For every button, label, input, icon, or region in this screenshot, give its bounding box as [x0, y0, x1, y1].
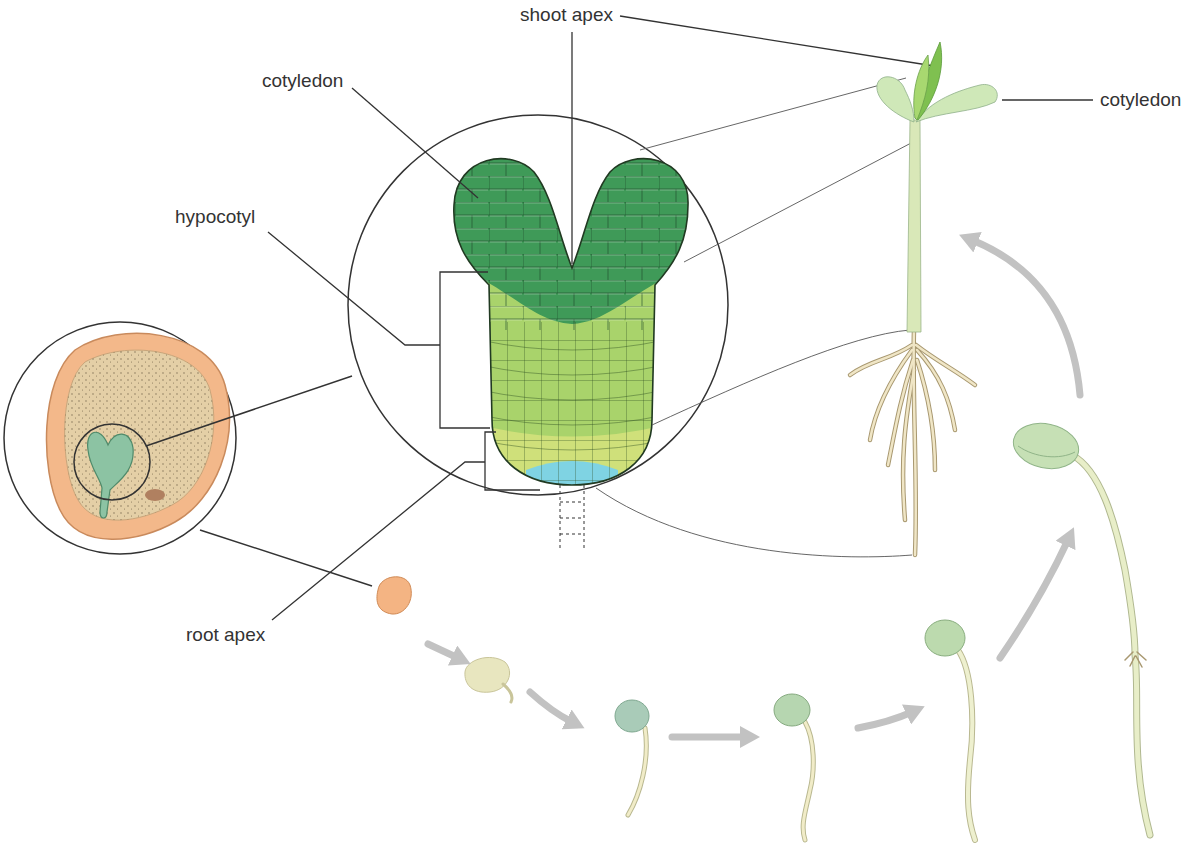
seedling-part-part-part: [914, 330, 916, 555]
germination-stages-part-part: [803, 722, 813, 840]
germination-stages-part-part: [1125, 652, 1146, 667]
germination-stages-part-part: [958, 650, 975, 840]
seedling-part: [850, 330, 975, 555]
seedling-part-part-part: [917, 360, 935, 470]
seed-detail-part: [88, 432, 134, 518]
leader-lines-part: [620, 16, 934, 66]
seedling-part-part: [850, 330, 975, 555]
leader-lines-part: [571, 32, 572, 264]
correspondence-lines: [596, 78, 913, 557]
seed-detail: [4, 322, 372, 586]
seed-detail-part: [4, 322, 236, 554]
embryo-detail-part-part: [480, 322, 670, 502]
seed-detail-part: [74, 424, 150, 500]
correspondence-lines-part: [684, 142, 913, 262]
germination-stages-part-part: [803, 722, 813, 840]
leader-lines-part: [485, 432, 540, 490]
part-label: cotyledon: [1100, 89, 1181, 111]
germination-stages-part: [615, 700, 649, 732]
seedling-part-part-part: [917, 360, 935, 470]
germination-stages-part-part: [628, 728, 646, 815]
seed-detail-part: [145, 489, 165, 501]
germination-stages-part: [377, 577, 411, 614]
seed-detail-part: [146, 376, 352, 446]
seed-detail-part: [65, 350, 214, 520]
sequence-arrows-part: [972, 240, 1080, 395]
seedling: [850, 42, 997, 555]
seedling-part-part: [850, 330, 975, 555]
correspondence-lines-part: [596, 488, 912, 557]
sequence-arrows: [428, 240, 1080, 737]
seedling-part: [877, 77, 914, 122]
leader-lines-part: [272, 462, 485, 620]
leader-lines-part: [1002, 99, 1093, 100]
germination-stages: [377, 418, 1150, 840]
sequence-arrows-part: [1000, 540, 1068, 658]
leader-lines-part: [352, 88, 478, 198]
seedling-part-part-part: [888, 360, 913, 465]
leader-lines-part: [440, 272, 490, 428]
germination-stages-part: [465, 657, 510, 692]
seed-detail-part: [200, 530, 372, 586]
seed-detail-part: [65, 350, 214, 520]
germination-stages-part-part: [1072, 455, 1150, 835]
embryo-detail: [348, 115, 728, 548]
embryo-detail-part-part: [480, 340, 665, 450]
seedling-part-part-part: [917, 350, 955, 430]
embryo-detail-part: [440, 140, 710, 502]
part-label: shoot apex: [520, 4, 613, 26]
part-label: hypocotyl: [175, 206, 255, 228]
seedling-part: [914, 55, 929, 120]
embryo-detail-part: [560, 485, 584, 548]
germination-stages-part-part: [1072, 455, 1150, 835]
germination-stages-part: [774, 694, 810, 726]
leader-lines-part: [268, 232, 440, 345]
germination-stages-part-part: [628, 728, 646, 815]
germination-stages-part: [503, 684, 512, 702]
germination-stages-part: [628, 455, 1150, 840]
part-label: cotyledon: [262, 70, 343, 92]
part-label: root apex: [186, 624, 265, 646]
correspondence-lines-part: [652, 330, 910, 425]
sequence-arrows-part: [672, 734, 746, 741]
sequence-arrows-part: [530, 692, 572, 722]
sequence-arrows-part: [428, 644, 458, 658]
sequence-arrows-part: [858, 712, 912, 728]
seed-detail-part: [46, 333, 229, 539]
seedling-part-part-part: [916, 345, 975, 385]
germination-stages-part: [1009, 418, 1083, 475]
seedling-part-part-part: [914, 330, 916, 555]
germination-stages-part: [1018, 446, 1075, 457]
seedling-part-part-part: [850, 345, 912, 375]
embryo-detail-part: [454, 159, 688, 485]
seedling-part: [907, 120, 921, 332]
seedling-part-part-part: [903, 370, 914, 520]
germination-stages-part: [925, 620, 965, 656]
embryo-detail-part-part: [440, 140, 710, 330]
germination-stages-part-part: [958, 650, 975, 840]
leader-lines: [268, 16, 1093, 620]
seedling-part-part-part: [917, 350, 955, 430]
correspondence-lines-part: [640, 78, 906, 150]
